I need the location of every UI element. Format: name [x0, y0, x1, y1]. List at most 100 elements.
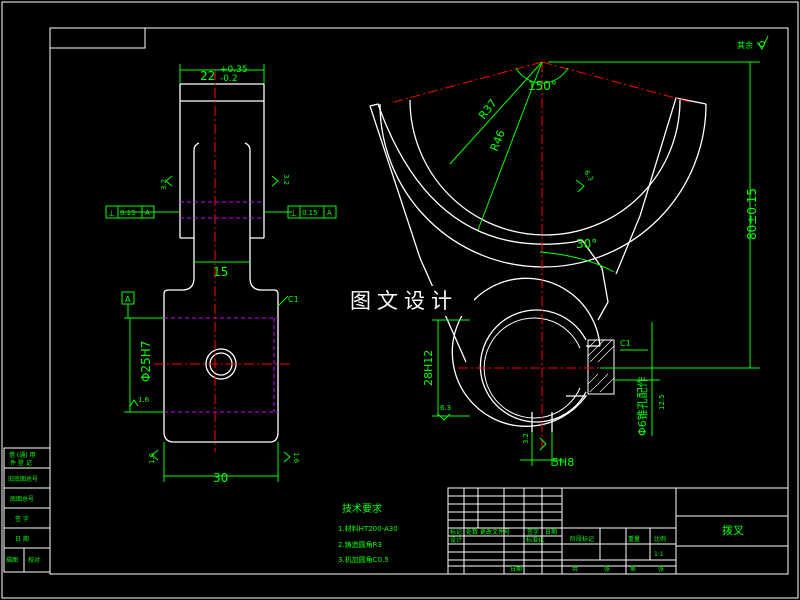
- svg-text:A: A: [125, 295, 131, 304]
- svg-text:1.6: 1.6: [148, 452, 156, 464]
- roughness-others-label: 其余: [737, 40, 753, 50]
- svg-text:12.5: 12.5: [658, 394, 666, 410]
- tech-requirement-item: 1.材料HT200-A30: [338, 524, 398, 533]
- svg-text:A: A: [145, 209, 150, 217]
- svg-text:张: 张: [604, 565, 610, 573]
- tech-requirement-item: 2.铸造圆角R3: [338, 540, 382, 549]
- dim-top-tol-upper: +0.35: [220, 65, 248, 75]
- watermark-banner: 图文设计: [334, 286, 474, 316]
- hole-dim-label: Φ6锥孔配作: [636, 376, 649, 436]
- left-view-prong-outline: [179, 83, 265, 278]
- right-view-center-lines: [393, 61, 691, 448]
- part-name: 拨叉: [722, 523, 744, 537]
- roughness-left-face: 6.3: [437, 404, 451, 421]
- left-view: 22 +0.35 -0.2 15 30 Φ25H7 C1 3.2 3.2 1.6…: [105, 64, 337, 485]
- svg-text:日 期: 日 期: [15, 535, 29, 543]
- svg-text:3.2: 3.2: [160, 179, 168, 190]
- tolerance-frame-left: ⊥ 0.15 A: [105, 205, 155, 219]
- fork-inner-arc: [409, 99, 681, 236]
- svg-text:处数: 处数: [466, 528, 478, 536]
- roughness-bottom-left: 1.6: [148, 449, 159, 464]
- svg-text:⊥: ⊥: [108, 209, 115, 218]
- svg-text:1.6: 1.6: [138, 396, 150, 404]
- roughness-right-prong: 3.2: [271, 174, 290, 187]
- svg-text:签 字: 签 字: [15, 515, 29, 523]
- hub-slot: [531, 412, 553, 432]
- hub-bore: [479, 309, 587, 423]
- svg-text:6.3: 6.3: [440, 404, 451, 412]
- svg-text:6.3: 6.3: [582, 169, 594, 183]
- tech-requirements: 技术要求 1.材料HT200-A30 2.铸造圆角R3 3.机加圆角C0.5: [338, 502, 398, 564]
- right-view: 150° R37 R46 30° 80±0.15 28H12 5H8 Φ6锥孔配…: [369, 61, 760, 469]
- radius-inner-label: R37: [476, 97, 500, 122]
- svg-text:更改文件号: 更改文件号: [480, 528, 510, 536]
- svg-text:日期: 日期: [545, 528, 557, 536]
- svg-text:阶段标记: 阶段标记: [570, 535, 594, 543]
- svg-text:件 登 记: 件 登 记: [10, 459, 32, 467]
- dim-top-tol-lower: -0.2: [220, 74, 238, 84]
- angle-top-label: 150°: [528, 79, 557, 93]
- svg-text:签字: 签字: [527, 528, 539, 536]
- svg-text:底图总号: 底图总号: [10, 495, 34, 503]
- left-view-hidden-lines: [164, 201, 278, 413]
- svg-text:描图: 描图: [6, 556, 18, 564]
- side-block: [3, 447, 51, 573]
- slot-dim-label: 5H8: [552, 456, 574, 469]
- title-block-labels: 拨叉 标记 处数 更改文件号 签字 日期 设计 标准化 阶段标记 重量 比例 1…: [450, 523, 744, 573]
- title-block: [447, 487, 789, 575]
- svg-text:0.15: 0.15: [302, 209, 318, 217]
- dim-bottom-width: 30: [213, 471, 228, 485]
- height-dim-label: 80±0.15: [745, 188, 759, 240]
- datum-a: A: [121, 291, 135, 318]
- svg-text:比例: 比例: [654, 535, 666, 543]
- svg-text:标记: 标记: [450, 528, 462, 536]
- tech-requirement-item: 3.机加圆角C0.5: [338, 555, 389, 564]
- chamfer-right-view: C1: [620, 339, 631, 348]
- fork-outline: [369, 103, 609, 363]
- svg-text:⊥: ⊥: [290, 209, 297, 218]
- roughness-left-prong: 3.2: [160, 175, 173, 190]
- dim-neck-width: 15: [213, 265, 228, 279]
- roughness-others-symbol: 其余: [737, 35, 769, 50]
- dim-top-width: 22: [200, 69, 215, 83]
- svg-text:张: 张: [658, 565, 664, 573]
- svg-text:3.2: 3.2: [282, 174, 290, 185]
- right-view-dim-lines: [432, 61, 760, 466]
- roughness-arc: 6.3: [575, 169, 595, 193]
- bore-dim-label: 28H12: [422, 350, 435, 386]
- svg-text:第: 第: [630, 565, 636, 573]
- left-view-dim-lines: [120, 64, 292, 482]
- svg-text:校对: 校对: [28, 556, 40, 564]
- roughness-bottom-right: 1.6: [283, 451, 300, 464]
- svg-text:共: 共: [572, 565, 578, 573]
- svg-text:借 (通) 用: 借 (通) 用: [9, 451, 36, 459]
- roughness-bore: 1.6: [129, 396, 150, 407]
- code-box: [49, 27, 146, 49]
- svg-text:标准化: 标准化: [526, 536, 544, 544]
- left-view-center-lines: [154, 70, 290, 452]
- svg-text:设计: 设计: [450, 536, 462, 544]
- scale-value: 1:1: [654, 551, 664, 558]
- roughness-slot: 3.2: [522, 433, 547, 451]
- svg-text:旧底图总号: 旧底图总号: [8, 475, 38, 483]
- svg-text:1.6: 1.6: [292, 452, 300, 464]
- chamfer-left-view: C1: [288, 295, 299, 304]
- tech-requirements-title: 技术要求: [342, 502, 382, 515]
- angle-mid-label: 30°: [576, 237, 597, 251]
- svg-text:A: A: [327, 209, 332, 217]
- tolerance-frame-right: ⊥ 0.15 A: [287, 205, 337, 219]
- roughness-hole: 12.5: [658, 394, 666, 410]
- svg-text:重量: 重量: [628, 535, 640, 543]
- side-block-labels: 借 (通) 用 件 登 记 旧底图总号 底图总号 签 字 日 期 描图 校对: [6, 451, 40, 564]
- svg-text:0.15: 0.15: [120, 209, 136, 217]
- svg-text:3.2: 3.2: [522, 433, 530, 444]
- fork-outer-arc: [379, 103, 707, 268]
- left-view-body-outline: [163, 277, 279, 443]
- fork-right-edge: [615, 97, 707, 275]
- svg-text:日期: 日期: [510, 565, 522, 573]
- dim-bore-fit: Φ25H7: [139, 341, 153, 382]
- drawing-inner-frame: [49, 27, 789, 575]
- taper-hole-section: [587, 339, 615, 395]
